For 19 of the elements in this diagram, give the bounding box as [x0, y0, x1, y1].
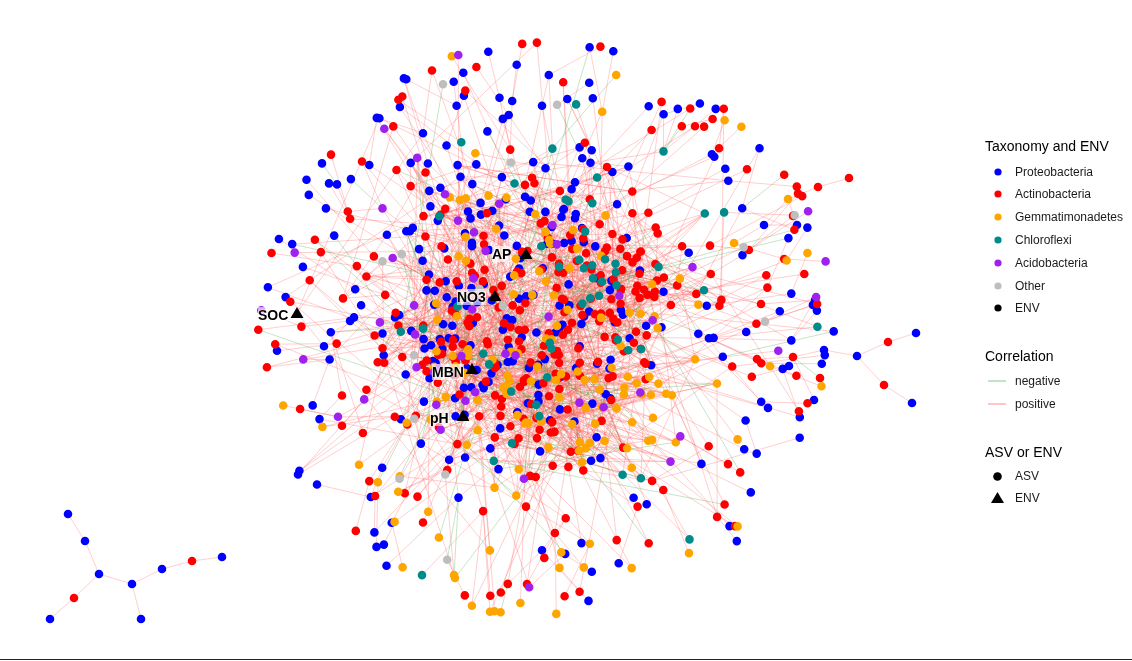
legend-label: Actinobacteria — [1015, 187, 1092, 201]
legend-label: Acidobacteria — [1015, 256, 1088, 270]
legend-label: ENV — [1015, 491, 1040, 505]
variable-label: NO3 — [457, 289, 486, 305]
legend-label: Proteobacteria — [1015, 165, 1094, 179]
legend-label: ASV — [1015, 469, 1039, 483]
legend-title: Correlation — [985, 348, 1054, 365]
legend-label: Gemmatimonadetes — [1015, 210, 1124, 224]
legend-label: Chloroflexi — [1015, 233, 1072, 247]
legend-label: positive — [1015, 397, 1056, 411]
variable-label: SOC — [258, 307, 289, 323]
variable-label: MBN — [432, 364, 464, 380]
legend-title: ASV or ENV — [985, 444, 1063, 461]
legend-title: Taxonomy and ENV — [985, 138, 1109, 155]
variable-label: AP — [492, 246, 512, 262]
legend-label: negative — [1015, 374, 1061, 388]
legend-label: ENV — [1015, 301, 1040, 315]
variable-label: pH — [430, 410, 449, 426]
legend-label: Other — [1015, 279, 1045, 293]
